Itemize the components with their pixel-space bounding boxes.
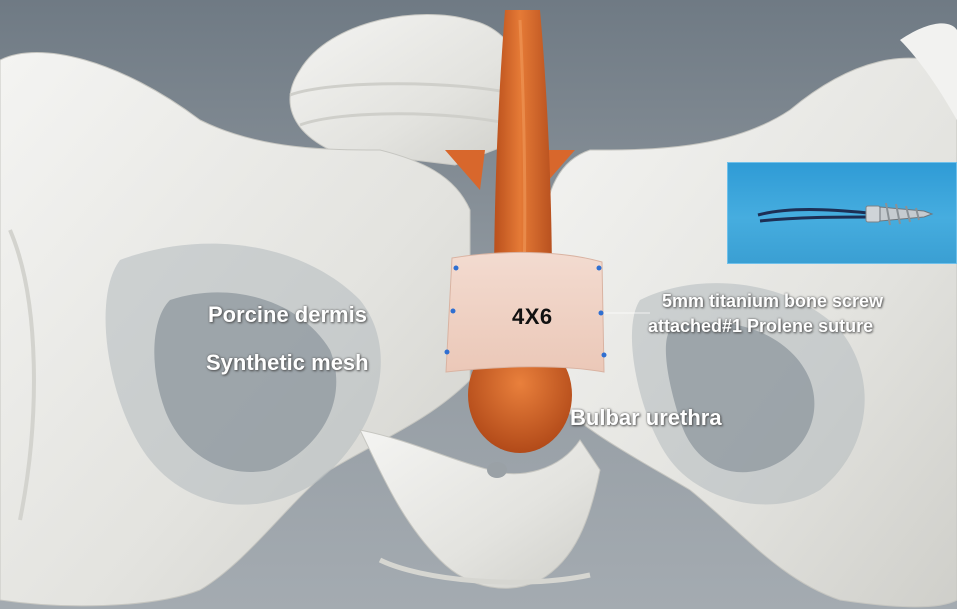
porcine-dermis-label: Porcine dermis bbox=[208, 302, 367, 328]
bone-screw-photo-icon bbox=[727, 162, 957, 264]
suture-label: attached#1 Prolene suture bbox=[648, 316, 873, 337]
bulbar-urethra-label: Bulbar urethra bbox=[570, 405, 722, 431]
bone-screw-label: 5mm titanium bone screw bbox=[662, 291, 883, 312]
graft-size-label: 4X6 bbox=[512, 304, 553, 330]
synthetic-mesh-label: Synthetic mesh bbox=[206, 350, 369, 376]
